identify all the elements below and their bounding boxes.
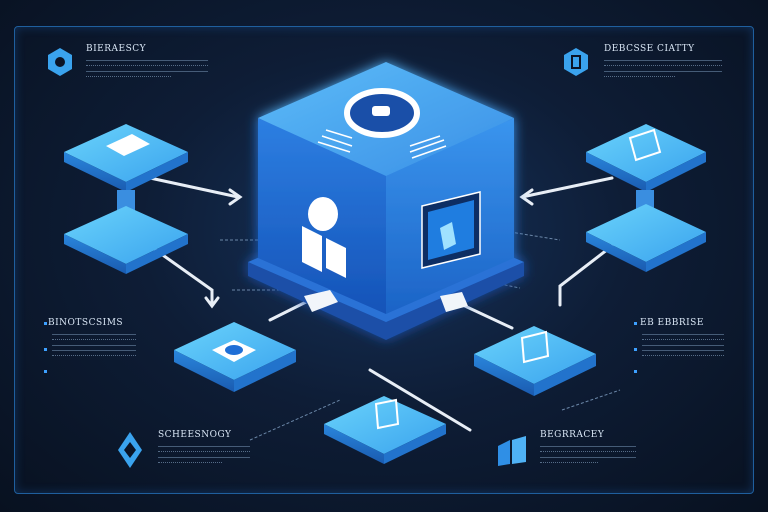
label-bottom-right: BEGRRACEY — [540, 430, 605, 440]
label-mid-right: EB EBBRISE — [640, 318, 704, 328]
label-top-left: BIERAESCY — [86, 44, 147, 54]
tile-top-left — [64, 124, 188, 192]
connector-top-left — [148, 176, 240, 199]
connector-top-right — [520, 176, 614, 199]
hexagon-icon-top-right — [564, 48, 588, 76]
text-lines-top-left — [86, 56, 208, 82]
tile-left-middle — [64, 206, 188, 274]
text-lines-top-right — [604, 56, 722, 82]
cube-person-icon — [302, 197, 346, 278]
outer-frame — [14, 26, 754, 494]
hexagon-icon-top-left — [48, 48, 72, 76]
window-icon-bottom-right — [498, 436, 526, 466]
chip-icon — [628, 128, 662, 162]
connector-cube-left — [268, 298, 312, 322]
tile-bottom-center — [324, 396, 446, 464]
cube-top-text-marks — [317, 129, 447, 159]
server-icon — [374, 398, 400, 430]
connector-bottom — [368, 368, 472, 432]
tile-top-right — [586, 124, 706, 192]
card-icon — [106, 134, 150, 156]
connector-mid-left — [148, 244, 214, 307]
arrowhead-right — [519, 188, 534, 206]
arrowhead-left — [228, 188, 243, 206]
cube-ring-icon — [344, 88, 420, 138]
plug-icons — [304, 290, 468, 312]
text-lines-bottom-left — [158, 442, 250, 468]
text-lines-bottom-right — [540, 442, 636, 468]
label-bottom-left: SCHEESNOGY — [158, 430, 232, 440]
label-mid-left: BINOTSCSIMS — [48, 318, 124, 328]
connector-mid-right — [558, 244, 614, 307]
label-top-right: DEBCSSE CIATTY — [604, 44, 695, 54]
connector-lines — [148, 176, 614, 432]
monitor-icon — [520, 330, 550, 364]
text-lines-mid-left — [52, 330, 136, 361]
diamond-icon-bottom-left — [118, 432, 142, 468]
arrowhead-down-left — [204, 296, 220, 309]
cube-screen-icon — [421, 191, 481, 269]
text-lines-mid-right — [642, 330, 724, 361]
tile-bottom-left — [174, 322, 296, 392]
tile-bottom-right — [474, 326, 596, 396]
tile-right-middle — [586, 204, 706, 272]
